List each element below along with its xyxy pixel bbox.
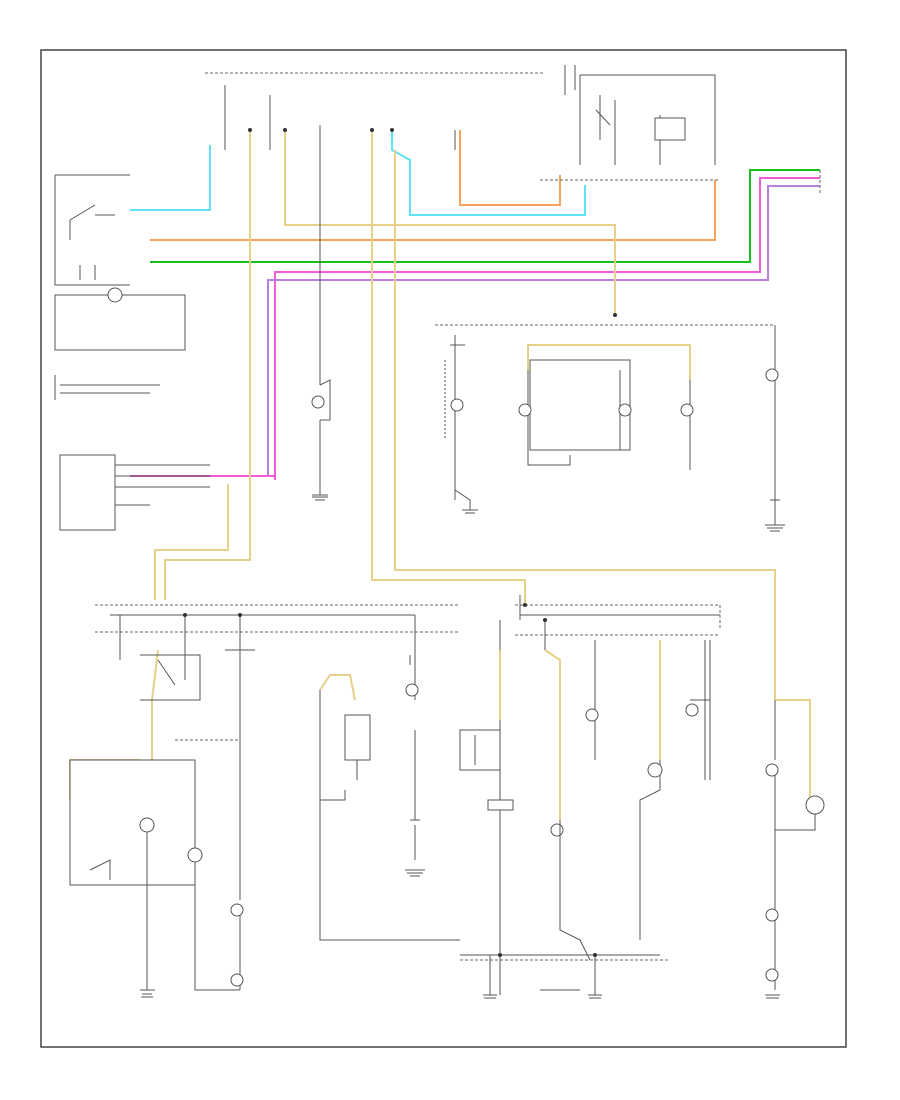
junction-dots [183, 128, 617, 957]
black-wires [54, 65, 825, 996]
diagram-frame [40, 49, 847, 1048]
ground-symbols [141, 496, 783, 999]
colored-wires [69, 130, 820, 820]
